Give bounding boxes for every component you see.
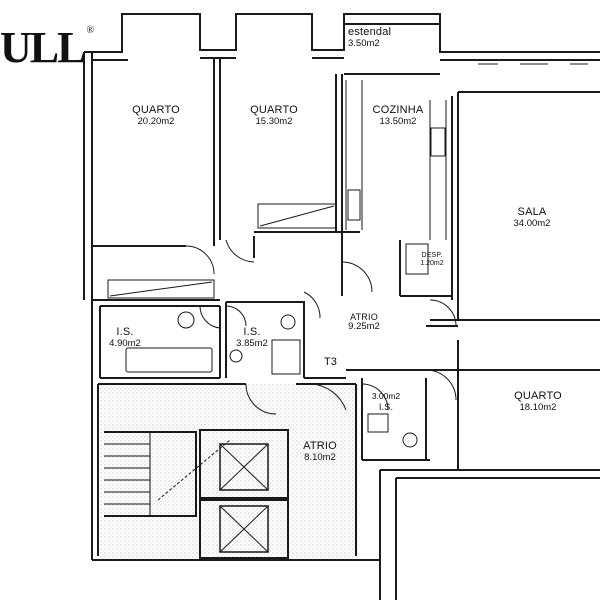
room-name: SALA	[517, 206, 547, 218]
room-name: ATRIO	[350, 312, 378, 322]
bottom-wall	[92, 469, 600, 600]
door-cozinha	[341, 261, 373, 293]
sink-icon	[347, 189, 361, 221]
room-estendal: estendal 3.50m2	[348, 26, 408, 50]
wall-quarto1-quarto2	[213, 58, 221, 246]
room-area: 20.20m2	[137, 115, 175, 127]
wall-is3	[361, 378, 430, 461]
room-name: I.S.	[243, 326, 261, 338]
door-sala	[429, 299, 457, 327]
room-area: 3.85m2	[236, 337, 268, 349]
room-quarto-1: QUARTO 20.20m2	[118, 104, 194, 128]
room-quarto-2: QUARTO 15.30m2	[236, 104, 312, 128]
fridge-icon	[405, 243, 429, 275]
room-area: 9.25m2	[348, 321, 380, 333]
shower-icon	[271, 339, 301, 375]
wall-is2	[225, 301, 305, 378]
elevator-1-car	[219, 443, 269, 491]
room-area: 34.00m2	[513, 217, 551, 229]
wall-atrio2	[97, 383, 357, 556]
room-name: DESP.	[421, 252, 443, 259]
wardrobe-quarto1	[107, 279, 215, 299]
door-is1	[199, 305, 221, 329]
outer-wall-left	[83, 52, 93, 560]
wall-atrio1	[304, 319, 600, 379]
kitchen-counter	[345, 80, 447, 240]
bathtub-icon	[125, 347, 213, 373]
toilet-icon	[177, 311, 195, 329]
common-area	[100, 384, 358, 560]
elevator-2-car	[219, 505, 269, 553]
room-is-2: I.S. 3.85m2	[228, 326, 276, 350]
outer-wall-top	[84, 13, 600, 53]
wall-cozinha-bottom	[399, 240, 452, 297]
room-name: I.S.	[116, 326, 134, 338]
room-name: QUARTO	[514, 390, 562, 402]
door-is2	[225, 305, 247, 327]
room-cozinha: COZINHA 13.50m2	[360, 104, 436, 128]
wall-is1	[99, 306, 221, 379]
room-quarto-3: QUARTO 18.10m2	[500, 390, 576, 414]
room-sala: SALA 34.00m2	[500, 206, 564, 230]
wall-quarto2-cozinha	[335, 74, 343, 296]
stair-arrow	[157, 439, 231, 501]
wall-bottom-quarto2	[253, 231, 360, 258]
room-name: ATRIO	[303, 440, 337, 452]
elevator-crosses	[219, 443, 269, 553]
room-is-3: 3.00m2 I.S.	[366, 391, 406, 412]
wardrobe-quarto1-hatch	[109, 281, 213, 297]
room-desp: DESP. 1.20m2	[414, 252, 450, 268]
room-name: I.S.	[378, 401, 394, 412]
room-area: 3.00m2	[371, 391, 401, 401]
elevator-2	[199, 499, 289, 559]
room-area: 8.10m2	[304, 451, 336, 463]
room-atrio-1: ATRIO 9.25m2	[334, 312, 394, 333]
door-quarto1	[185, 245, 215, 275]
wall-bottom-quarto1	[92, 245, 220, 307]
wardrobe-quarto2	[257, 203, 337, 229]
room-area: 3.50m2	[348, 37, 380, 49]
washbasin-icon	[280, 314, 296, 330]
room-area: 15.30m2	[255, 115, 293, 127]
unit-type-tag: T3	[324, 356, 337, 368]
door-quarto3	[425, 369, 457, 401]
room-atrio-2: ATRIO 8.10m2	[290, 440, 350, 464]
room-area: 1.20m2	[420, 260, 444, 268]
door-is3	[361, 383, 389, 411]
room-name: estendal	[348, 26, 392, 38]
washbasin-is3-icon	[367, 413, 389, 433]
estendal-wall	[344, 23, 440, 75]
door-atrio1	[303, 291, 321, 319]
door-quarto2	[225, 239, 255, 263]
outer-wall-top-inner	[92, 57, 600, 61]
room-area: 18.10m2	[519, 401, 557, 413]
wardrobe-quarto2-hatch	[259, 205, 335, 227]
stair-steps	[104, 432, 151, 516]
stove-icon	[430, 127, 446, 157]
door-entrance	[311, 383, 347, 411]
room-area: 13.50m2	[379, 115, 417, 127]
toilet-is2-icon	[229, 349, 243, 363]
room-is-1: I.S. 4.90m2	[100, 326, 150, 350]
toilet-is3-icon	[402, 432, 418, 448]
room-area: 4.90m2	[109, 337, 141, 349]
brand-logo: ULL®	[0, 23, 94, 72]
room-name: QUARTO	[250, 104, 298, 116]
door-atrio2	[245, 383, 277, 415]
room-name: QUARTO	[132, 104, 180, 116]
elevator-1	[199, 429, 289, 499]
room-name: COZINHA	[372, 104, 424, 116]
